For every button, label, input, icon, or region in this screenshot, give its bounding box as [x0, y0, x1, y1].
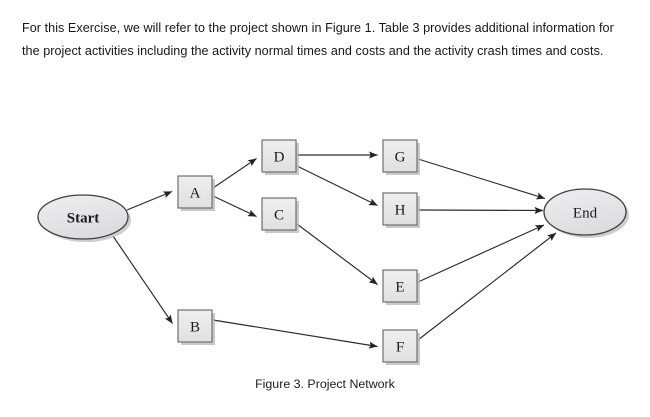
node-e-label: E — [395, 280, 404, 296]
node-e-shape — [382, 269, 418, 303]
node-c-label: C — [274, 208, 284, 224]
edge-b-f — [212, 319, 378, 349]
node-h-label: H — [395, 203, 406, 219]
intro-paragraph: For this Exercise, we will refer to the … — [22, 20, 614, 58]
node-b-label: B — [190, 320, 200, 336]
node-g[interactable]: G — [382, 139, 420, 175]
node-end-label: End — [573, 206, 598, 222]
node-end-shape — [543, 188, 627, 236]
node-b-shape — [177, 309, 213, 343]
node-end[interactable]: End — [543, 188, 629, 238]
edge-h-end — [417, 206, 544, 215]
edge-group — [112, 151, 557, 349]
node-e[interactable]: E — [382, 269, 420, 305]
edge-f-end — [417, 232, 557, 341]
node-g-label: G — [395, 150, 406, 166]
node-b[interactable]: B — [177, 309, 215, 345]
node-d[interactable]: D — [261, 139, 299, 175]
edge-start-a — [126, 190, 173, 211]
edge-e-end — [417, 224, 545, 283]
node-d-label: D — [274, 150, 285, 166]
edge-a-d — [212, 158, 257, 189]
node-a[interactable]: A — [177, 175, 215, 211]
network-diagram: Start A B C D — [0, 96, 650, 381]
node-f[interactable]: F — [382, 329, 420, 365]
node-f-shape — [382, 329, 418, 363]
node-h[interactable]: H — [382, 192, 420, 228]
edge-g-end — [417, 158, 546, 200]
edge-c-e — [296, 223, 378, 285]
node-c[interactable]: C — [261, 197, 299, 233]
edge-a-c — [212, 195, 257, 218]
node-c-shape — [261, 197, 297, 231]
node-h-shape — [382, 192, 418, 226]
edge-start-b — [112, 235, 173, 324]
node-d-shape — [261, 139, 297, 173]
node-f-label: F — [396, 340, 404, 356]
node-g-shape — [382, 139, 418, 173]
figure-caption: Figure 3. Project Network — [255, 377, 395, 391]
node-a-label: A — [190, 186, 201, 202]
node-start-label: Start — [67, 211, 100, 227]
node-start[interactable]: Start — [37, 194, 131, 242]
node-start-shape — [37, 194, 129, 240]
node-a-shape — [177, 175, 213, 209]
edge-d-h — [296, 165, 378, 207]
figure-project-network: Start A B C D — [0, 96, 650, 417]
